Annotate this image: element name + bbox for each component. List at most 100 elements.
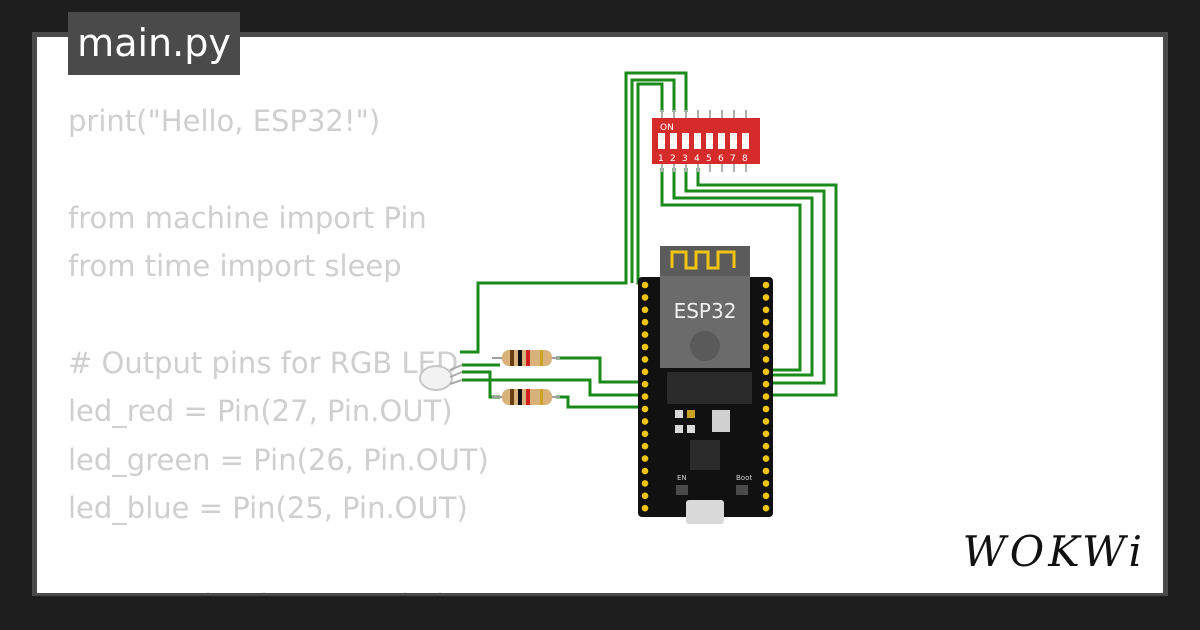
dip-toggle[interactable] — [718, 133, 725, 149]
code-editor[interactable]: print("Hello, ESP32!")from machine impor… — [68, 97, 489, 593]
dip-toggle-knob — [670, 133, 677, 140]
header-pin[interactable] — [641, 318, 649, 326]
dip-toggle-knob — [730, 133, 737, 140]
resistor[interactable] — [492, 350, 560, 366]
header-pin[interactable] — [641, 480, 649, 487]
header-pin[interactable] — [641, 504, 649, 512]
wire — [696, 168, 838, 397]
header-pin[interactable] — [762, 306, 770, 314]
antenna — [670, 250, 736, 270]
wire — [462, 370, 500, 399]
header-pin[interactable] — [762, 368, 770, 376]
dip-toggle[interactable] — [730, 133, 737, 149]
header-pin[interactable] — [641, 455, 649, 462]
dip-number: 4 — [694, 154, 700, 164]
header-pin[interactable] — [762, 430, 770, 438]
header-pin[interactable] — [762, 418, 770, 425]
code-line: # Output pins for RGB LED — [68, 345, 459, 380]
file-tab[interactable]: main.py — [68, 12, 240, 75]
header-pin[interactable] — [641, 294, 649, 301]
header-pin[interactable] — [762, 281, 770, 289]
header-pin[interactable] — [641, 331, 649, 338]
dip-number: 2 — [670, 154, 676, 164]
esp32-board[interactable]: ESP32 EN Boot — [638, 246, 773, 524]
code-line: from time import sleep — [68, 249, 402, 284]
header-pin[interactable] — [762, 380, 770, 388]
dip-number: 5 — [706, 154, 712, 164]
dip-toggle-knob — [742, 133, 749, 140]
dip-number: 7 — [730, 154, 736, 164]
header-pin[interactable] — [641, 343, 649, 351]
micro-usb-port — [686, 500, 724, 524]
header-pin[interactable] — [762, 405, 770, 413]
wokwi-logo-text: WOKWi — [962, 527, 1146, 576]
header-pin[interactable] — [762, 393, 770, 400]
header-pin[interactable] — [641, 467, 649, 475]
dip-toggle[interactable] — [670, 133, 677, 149]
header-pin[interactable] — [762, 492, 770, 500]
header-pin[interactable] — [762, 294, 770, 301]
wire — [556, 356, 645, 384]
header-pin[interactable] — [641, 306, 649, 314]
header-pin[interactable] — [762, 480, 770, 487]
boot-button[interactable] — [736, 485, 748, 495]
header-pin[interactable] — [641, 393, 649, 400]
dip-toggle-knob — [718, 133, 725, 140]
dip-toggle[interactable] — [682, 133, 689, 149]
esp32-label: ESP32 — [674, 299, 737, 323]
header-pin[interactable] — [641, 418, 649, 425]
header-pin[interactable] — [641, 281, 649, 289]
header-pin[interactable] — [762, 331, 770, 338]
dip-pins-top — [661, 110, 747, 118]
code-line: led_red = Pin(27, Pin.OUT) — [68, 394, 453, 429]
dip-number: 3 — [682, 154, 688, 164]
header-pin[interactable] — [762, 467, 770, 475]
header-pin[interactable] — [641, 368, 649, 376]
header-pin[interactable] — [762, 455, 770, 462]
header-pin[interactable] — [641, 430, 649, 438]
header-pin[interactable] — [762, 356, 770, 363]
espressif-logo-icon — [690, 331, 720, 361]
rgb-led[interactable] — [419, 364, 463, 391]
code-line: led_green = Pin(26, Pin.OUT) — [68, 442, 489, 477]
dip-toggle[interactable] — [742, 133, 749, 149]
wokwi-logo: WOKWi — [963, 527, 1146, 576]
header-pin[interactable] — [762, 343, 770, 351]
en-label: EN — [677, 474, 687, 482]
dip-pins-bottom — [661, 164, 747, 172]
boot-label: Boot — [736, 474, 752, 482]
header-pin[interactable] — [762, 318, 770, 326]
dip-number: 6 — [718, 154, 724, 164]
dip-number: 1 — [658, 154, 664, 164]
header-pin[interactable] — [641, 492, 649, 500]
header-pin[interactable] — [641, 380, 649, 388]
code-panel: print("Hello, ESP32!")from machine impor… — [37, 37, 1163, 593]
dip-number: 8 — [742, 154, 748, 164]
header-pin[interactable] — [641, 356, 649, 363]
dip-toggles[interactable] — [658, 133, 749, 149]
en-button[interactable] — [676, 485, 688, 495]
header-pin[interactable] — [641, 442, 649, 450]
header-pin[interactable] — [762, 504, 770, 512]
code-line: # Input pins for DIP switch — [68, 581, 489, 593]
code-line: from machine import Pin — [68, 200, 427, 235]
file-tab-label: main.py — [77, 21, 231, 65]
wire — [462, 378, 645, 397]
dip-toggle-knob — [682, 133, 689, 140]
dip-toggle-knob — [694, 133, 701, 140]
header-pin[interactable] — [762, 442, 770, 450]
dip-toggle-knob — [706, 133, 713, 140]
dip-toggle[interactable] — [658, 133, 665, 149]
dip-toggle[interactable] — [706, 133, 713, 149]
dip-toggle[interactable] — [694, 133, 701, 149]
dip-toggle-knob — [658, 133, 665, 140]
wire — [660, 168, 802, 372]
wire — [684, 168, 826, 385]
wire — [460, 71, 688, 354]
header-pin[interactable] — [641, 405, 649, 413]
wire — [636, 82, 664, 285]
usb-chip — [690, 440, 720, 470]
resistor[interactable] — [492, 389, 560, 405]
